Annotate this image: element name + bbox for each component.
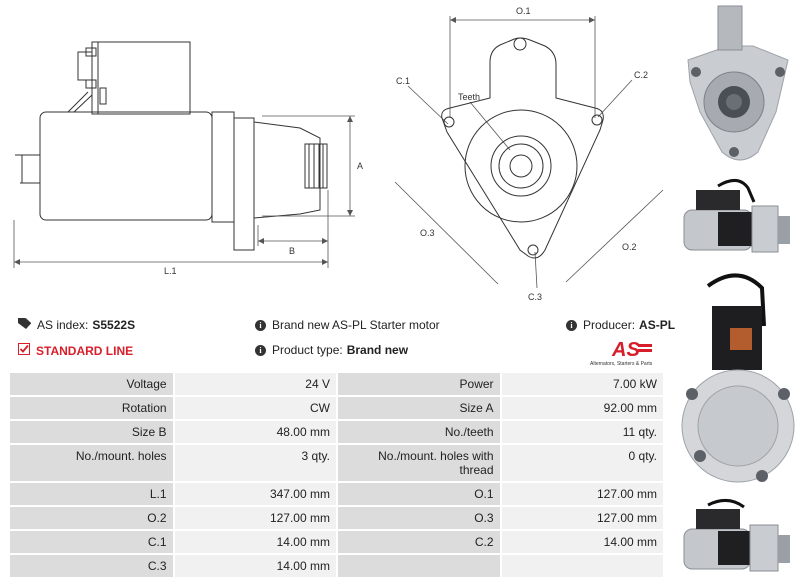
label-l1: L.1 — [164, 266, 177, 276]
standard-line-text: STANDARD LINE — [36, 343, 134, 358]
producer: i Producer: AS-PL — [566, 318, 675, 332]
label-c1: C.1 — [396, 76, 410, 86]
info-icon: i — [566, 319, 577, 331]
spec-value: 127.00 mm — [500, 482, 666, 507]
label-o3: O.3 — [420, 228, 435, 238]
spec-value: 127.00 mm — [173, 506, 338, 531]
as-pl-logo: AS Alternators, Starters & Parts — [590, 339, 653, 367]
spec-label: O.2 — [10, 506, 175, 531]
as-index-label: AS index: — [37, 318, 89, 332]
product-description: i Brand new AS-PL Starter motor — [255, 318, 440, 332]
spec-label: Voltage — [10, 373, 175, 397]
spec-value: CW — [173, 396, 338, 421]
spec-label: Rotation — [10, 396, 175, 421]
info-icon: i — [255, 344, 266, 356]
spec-label: Power — [336, 373, 502, 397]
as-index: AS index: S5522S — [18, 317, 136, 332]
label-a: A — [357, 161, 363, 171]
spec-value: 7.00 kW — [500, 373, 666, 397]
standard-line: STANDARD LINE — [18, 343, 133, 358]
product-photo-rear — [678, 266, 798, 486]
spec-value: 48.00 mm — [173, 420, 338, 445]
spec-label — [336, 554, 502, 579]
spec-value: 24 V — [173, 373, 338, 397]
spec-value: 0 qty. — [500, 444, 666, 483]
label-o1: O.1 — [516, 6, 531, 16]
side-view — [15, 41, 328, 251]
spec-label: No./mount. holes with thread — [336, 444, 502, 483]
as-index-value: S5522S — [92, 318, 136, 332]
spec-label: No./mount. holes — [10, 444, 175, 483]
spec-value: 127.00 mm — [500, 506, 666, 531]
spec-label: Size B — [10, 420, 175, 445]
dimension-lines — [13, 16, 664, 289]
spec-label: C.3 — [10, 554, 175, 579]
label-b: B — [289, 246, 295, 256]
label-o2: O.2 — [622, 242, 637, 252]
product-type: i Product type: Brand new — [255, 343, 408, 357]
label-c2: C.2 — [634, 70, 648, 80]
label-c3: C.3 — [528, 292, 542, 302]
spec-label: C.2 — [336, 530, 502, 555]
spec-value: 14.00 mm — [500, 530, 666, 555]
spec-value: 347.00 mm — [173, 482, 338, 507]
spec-label: L.1 — [10, 482, 175, 507]
product-type-value: Brand new — [346, 343, 409, 357]
info-icon: i — [255, 319, 266, 331]
product-photo-side — [678, 172, 798, 264]
spec-value: 14.00 mm — [173, 530, 338, 555]
spec-value: 11 qty. — [500, 420, 666, 445]
spec-label: Size A — [336, 396, 502, 421]
product-photo-front — [678, 2, 798, 172]
product-type-label: Product type: — [272, 343, 343, 357]
producer-value: AS-PL — [639, 318, 676, 332]
spec-value: 3 qty. — [173, 444, 338, 483]
tag-icon — [18, 317, 32, 332]
technical-drawing: O.1 C.1 C.2 C.3 O.2 O.3 Teeth A B L.1 — [13, 6, 664, 302]
checkbox-checked-icon — [18, 343, 30, 358]
spec-value: 14.00 mm — [173, 554, 338, 579]
front-view — [441, 37, 604, 259]
logo-tagline: Alternators, Starters & Parts — [590, 361, 653, 367]
label-teeth: Teeth — [458, 92, 480, 102]
spec-value: 92.00 mm — [500, 396, 666, 421]
spec-value — [500, 554, 666, 579]
spec-label: C.1 — [10, 530, 175, 555]
logo-text: AS — [611, 339, 640, 361]
product-description-text: Brand new AS-PL Starter motor — [272, 318, 440, 332]
product-photo-side-2 — [678, 495, 798, 583]
producer-label: Producer: — [583, 318, 636, 332]
spec-label: O.1 — [336, 482, 502, 507]
spec-label: No./teeth — [336, 420, 502, 445]
spec-label: O.3 — [336, 506, 502, 531]
